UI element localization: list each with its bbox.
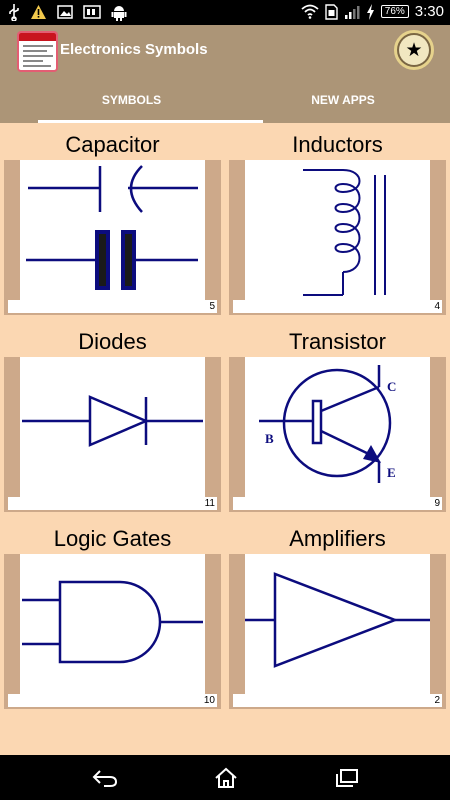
symbol-count: 11 bbox=[204, 498, 215, 509]
android-icon bbox=[111, 5, 127, 21]
status-bar: 76% 3:30 bbox=[0, 0, 450, 25]
card-amplifiers[interactable]: Amplifiers 2 bbox=[229, 521, 446, 709]
amplifier-symbol-icon bbox=[245, 554, 430, 696]
recent-apps-icon bbox=[336, 768, 358, 787]
card-inductors[interactable]: Inductors 4 bbox=[229, 127, 446, 315]
card-title: Capacitor bbox=[4, 127, 221, 160]
card-capacitor[interactable]: Capacitor bbox=[4, 127, 221, 315]
card-footer: 5 bbox=[8, 300, 217, 313]
back-icon bbox=[92, 769, 118, 787]
recent-apps-button[interactable] bbox=[332, 765, 362, 790]
card-title: Inductors bbox=[229, 127, 446, 160]
back-button[interactable] bbox=[90, 765, 120, 790]
base-label: B bbox=[265, 431, 274, 446]
app-logo-icon bbox=[17, 31, 58, 72]
sd-card-icon bbox=[83, 5, 101, 19]
symbol-count: 2 bbox=[434, 695, 440, 706]
home-button[interactable] bbox=[211, 765, 241, 790]
emitter-label: E bbox=[387, 465, 396, 480]
home-icon bbox=[215, 767, 237, 788]
notification-icons bbox=[8, 3, 127, 21]
app-bar: Electronics Symbols ★ bbox=[0, 25, 450, 80]
star-icon: ★ bbox=[405, 39, 423, 61]
battery-level: 76% bbox=[380, 5, 409, 18]
card-title: Diodes bbox=[4, 324, 221, 357]
card-footer: 2 bbox=[233, 694, 442, 707]
card-footer: 10 bbox=[8, 694, 217, 707]
rate-app-button[interactable]: ★ bbox=[394, 30, 434, 70]
symbol-count: 9 bbox=[434, 498, 440, 509]
wifi-icon bbox=[301, 4, 319, 19]
tab-new-apps[interactable]: NEW APPS bbox=[311, 93, 375, 107]
symbol-count: 10 bbox=[203, 695, 215, 706]
symbol-grid: Capacitor bbox=[0, 123, 450, 755]
card-footer: 4 bbox=[233, 300, 442, 313]
sim-icon bbox=[325, 3, 338, 20]
card-footer: 9 bbox=[233, 497, 442, 510]
card-footer: 11 bbox=[8, 497, 217, 510]
app-title: Electronics Symbols bbox=[60, 41, 208, 58]
symbol-count: 5 bbox=[209, 301, 215, 312]
card-title: Transistor bbox=[229, 324, 446, 357]
transistor-symbol-icon: C B E bbox=[245, 357, 430, 499]
inductor-symbol-icon bbox=[245, 160, 430, 302]
card-logic-gates[interactable]: Logic Gates 10 bbox=[4, 521, 221, 709]
signal-icon bbox=[344, 5, 360, 19]
tab-symbols[interactable]: SYMBOLS bbox=[20, 80, 263, 123]
warning-icon bbox=[31, 5, 46, 19]
image-icon bbox=[57, 5, 73, 19]
card-transistor[interactable]: Transistor C B E bbox=[229, 324, 446, 512]
charging-icon bbox=[366, 3, 374, 20]
system-nav-bar bbox=[0, 755, 450, 800]
card-title: Logic Gates bbox=[4, 521, 221, 554]
usb-icon bbox=[9, 4, 19, 21]
clock: 3:30 bbox=[414, 3, 444, 20]
and-gate-symbol-icon bbox=[20, 554, 205, 696]
card-title: Amplifiers bbox=[229, 521, 446, 554]
collector-label: C bbox=[387, 379, 396, 394]
card-diodes[interactable]: Diodes 11 bbox=[4, 324, 221, 512]
capacitor-symbol-icon bbox=[20, 160, 205, 302]
tab-bar: SYMBOLS NEW APPS bbox=[0, 80, 450, 123]
diode-symbol-icon bbox=[20, 357, 205, 499]
system-icons: 76% 3:30 bbox=[301, 3, 444, 20]
symbol-count: 4 bbox=[434, 301, 440, 312]
